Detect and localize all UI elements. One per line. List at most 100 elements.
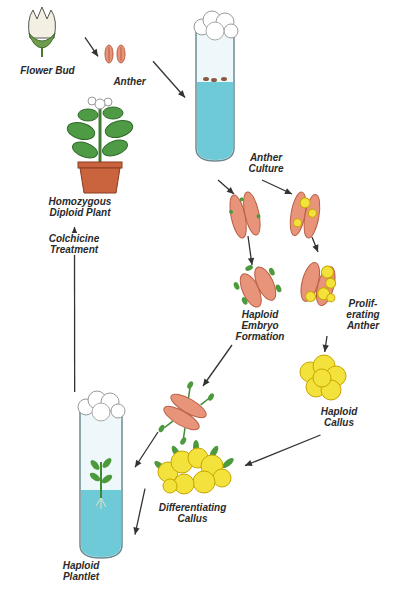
anther-shape — [117, 45, 125, 63]
cotton-plug — [206, 22, 224, 40]
embryo-anther-drawing — [229, 257, 286, 313]
anther-piece — [211, 78, 217, 82]
node-caption: Haploid Embryo Formation — [234, 309, 286, 342]
plant-leaf — [103, 118, 134, 141]
callus-blob — [326, 293, 336, 303]
tube-medium — [197, 82, 233, 160]
tube-glass — [80, 412, 122, 558]
arrow-head — [178, 90, 185, 97]
node-caption: Anther Culture — [242, 152, 290, 174]
connector-line — [153, 61, 185, 97]
arrow-head — [135, 460, 142, 468]
bud-sepals — [29, 33, 55, 48]
plantlet-roots — [96, 498, 106, 509]
flow-arrow — [85, 37, 98, 56]
plant-leaf — [65, 120, 96, 143]
plantlet-stem — [180, 428, 188, 439]
anther-groove — [109, 47, 110, 61]
plantlet-anther-drawing — [153, 376, 218, 448]
node-caption: Prolif- erating Anther — [340, 298, 386, 331]
pot-rim — [78, 162, 122, 168]
flow-arrow — [262, 180, 318, 252]
plant-leaf — [70, 139, 99, 161]
anther-shape — [105, 45, 113, 63]
plantlet-leaf — [89, 458, 101, 471]
pot-body — [80, 168, 120, 193]
plantlet-leaf — [207, 392, 215, 401]
plantlet-leaf — [100, 473, 113, 485]
arrow-head — [284, 188, 292, 194]
arrow-head — [248, 258, 254, 265]
cotton-plug — [92, 403, 110, 421]
embryo-leaf — [275, 284, 283, 293]
anther-groove — [121, 47, 122, 61]
callus-blob — [325, 277, 337, 289]
tube-glass — [196, 30, 234, 161]
differentiating-callus-drawing — [153, 440, 236, 494]
plant-leaf — [78, 109, 98, 121]
plantlet-stem — [100, 462, 102, 498]
connector-line — [262, 180, 318, 252]
flow-arrow — [323, 336, 329, 352]
embryo-leaf — [244, 264, 253, 272]
arrow-head — [312, 244, 318, 252]
node-caption: Haploid Plantlet — [50, 560, 112, 582]
embryo-dot — [239, 197, 244, 202]
plant-stem — [99, 108, 102, 163]
node-caption: Flower Bud — [10, 65, 85, 76]
culture-tube-drawing — [194, 11, 238, 161]
node-caption: Differentiating Callus — [150, 502, 235, 524]
plant-flower — [95, 99, 105, 109]
plantlet-leaf — [179, 436, 187, 445]
plantlet-stem — [185, 387, 193, 398]
embryo-formation-node: Haploid Embryo Formation — [220, 265, 300, 345]
anther-piece — [203, 77, 209, 81]
edge-label: Colchicine Treatment — [28, 233, 120, 255]
plantlet-leaf — [186, 380, 194, 389]
connector-line — [85, 37, 98, 56]
embryo-dot — [256, 214, 261, 219]
connector-line — [245, 435, 321, 466]
plantlet-stem — [201, 396, 209, 407]
callus-blob — [308, 209, 317, 218]
flow-arrow — [135, 345, 232, 467]
anther-piece — [221, 77, 227, 81]
arrow-head — [227, 187, 234, 194]
embryo-dot — [229, 209, 234, 214]
embryo-leaf — [233, 281, 241, 290]
flow-arrow — [245, 435, 321, 466]
plantlet-leaf — [101, 456, 113, 469]
potted-plant-drawing — [65, 97, 134, 193]
diploid-plant-node: Homozygous Diploid Plant — [40, 95, 155, 227]
anther-culture-node: Anther Culture — [185, 15, 295, 180]
connector-line — [135, 489, 145, 535]
arrow-head — [133, 527, 139, 535]
callus-blob — [320, 265, 335, 280]
plantlet-leaf — [88, 471, 101, 483]
proliferating-anther-node: Prolif- erating Anther — [300, 252, 390, 336]
anther-shape — [313, 265, 339, 308]
callus-blob — [299, 197, 311, 209]
embryo-leaf — [268, 267, 276, 276]
flow-arrow — [153, 61, 185, 97]
flower-bud-node: Flower Bud — [10, 5, 85, 77]
plantlet-leaf — [157, 424, 165, 433]
anther-pair-drawing — [105, 45, 125, 63]
node-caption: Haploid Callus — [313, 406, 365, 428]
proliferating-anther-drawing — [297, 261, 342, 309]
callus-blob — [193, 471, 215, 493]
cotton-plug — [224, 24, 238, 38]
differentiating-callus-node: Differentiating Callus — [145, 438, 245, 530]
flower-bud-drawing — [29, 7, 56, 57]
flow-arrow — [133, 489, 145, 535]
arrow-head — [323, 345, 329, 352]
bud-petals — [29, 7, 56, 38]
arrow-head — [91, 49, 98, 57]
callus-blob — [163, 479, 177, 493]
plant-leaf — [103, 107, 123, 119]
connector-line — [135, 345, 232, 467]
tube-medium — [81, 490, 121, 557]
callus-blob — [313, 369, 331, 387]
anther-shape — [250, 264, 280, 303]
